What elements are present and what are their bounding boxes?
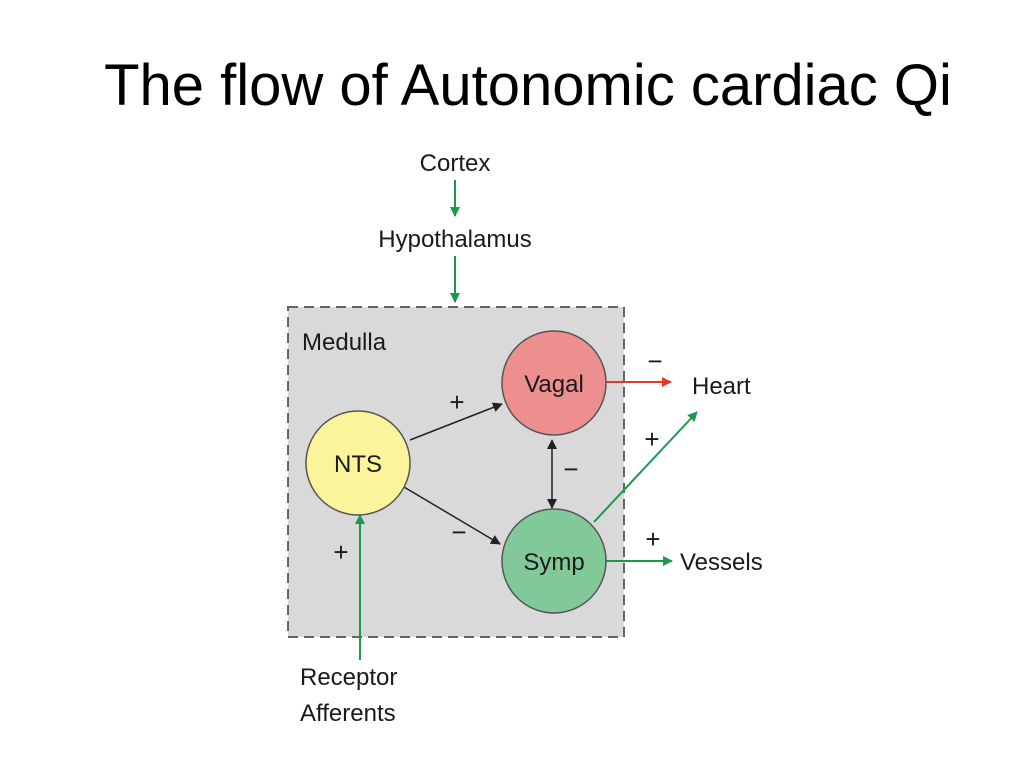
nts-node [305,410,411,516]
heart-label: Heart [692,373,751,400]
receptor-label: Receptor [300,664,397,691]
sign-symp-to-vessels: + [645,524,660,554]
vagal-node-label: Vagal [524,371,584,398]
sign-vagal-symp: − [563,454,578,484]
vagal-node [501,330,607,436]
sign-nts-to-vagal: + [449,387,464,417]
cortex-label: Cortex [420,150,491,177]
sign-vagal-to-heart: − [647,346,662,376]
sign-symp-to-heart: + [644,424,659,454]
sign-nts-to-symp: − [451,517,466,547]
nts-to-symp-arrow [403,486,501,545]
symp-node-label: Symp [523,549,584,576]
hypothalamus-label: Hypothalamus [378,226,531,253]
nts-to-vagal-arrow [409,402,503,441]
nts-node-label: NTS [334,451,382,478]
symp-to-heart-arrow [593,411,698,523]
medulla-label: Medulla [302,329,387,356]
symp-node [501,508,607,614]
afferents-label: Afferents [300,700,396,727]
slide-title: The flow of Autonomic cardiac Qi [104,53,952,118]
vessels-label: Vessels [680,549,763,576]
sign-afferents-to-nts: + [333,537,348,567]
